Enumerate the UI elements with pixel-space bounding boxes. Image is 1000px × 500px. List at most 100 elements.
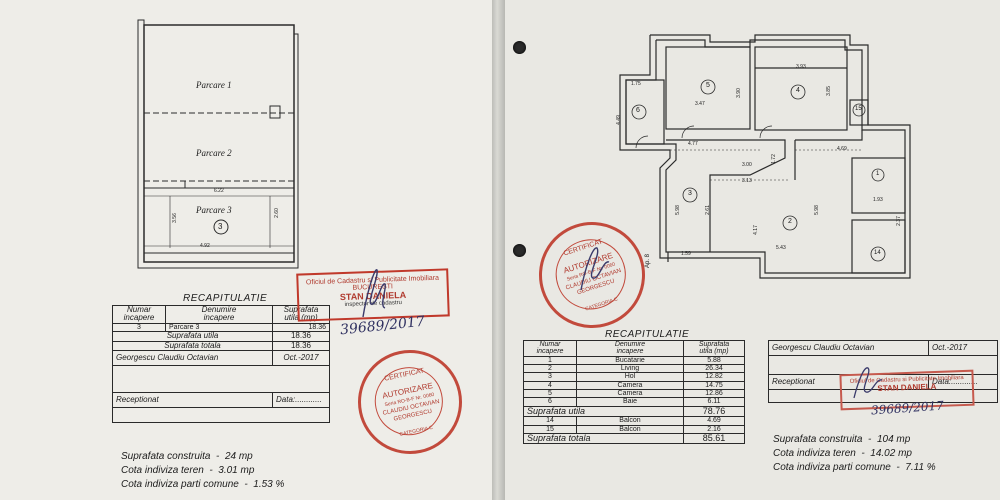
info-box: Georgescu Claudiu Octavian Oct.-2017 Rec… — [768, 340, 998, 403]
table-header-row: Numar incapere Denumire incapere Suprafa… — [523, 340, 745, 357]
total-totala-row: Suprafata totala 85.61 — [523, 432, 745, 445]
header-denumire: Denumire incapere — [165, 305, 273, 324]
dim-4-77: 4.77 — [688, 141, 698, 147]
cell-name: Camera — [576, 380, 684, 391]
punch-hole-top — [513, 41, 526, 54]
dimension-depth-left: 3.56 — [171, 213, 178, 223]
summary-line-teren: Cota indiviza teren - 3.01 mp — [121, 465, 255, 476]
cell-area: 12.86 — [683, 389, 745, 399]
dim-1-93: 1.93 — [873, 197, 883, 203]
dim-1-72: 1.72 — [770, 154, 777, 164]
dim-1-75: 1.75 — [631, 81, 641, 87]
author-row: Georgescu Claudiu Octavian Oct.-2017 — [768, 340, 998, 356]
dim-1-59: 1.59 — [681, 251, 691, 257]
total-utila-value: 78.76 — [683, 405, 745, 418]
dim-5-98-right: 5.98 — [813, 205, 820, 215]
signature — [580, 247, 610, 291]
table-row: 1 Bucatarie 5.88 — [523, 355, 745, 366]
table-row: 5 Camera 12.86 — [523, 389, 745, 399]
header-numar: Numar incapere — [523, 340, 577, 357]
table-row: 14 Balcon 4.69 — [523, 416, 745, 426]
empty-row — [768, 389, 998, 403]
summary-line-parti-comune: Cota indiviza parti comune - 1.53 % — [121, 479, 285, 490]
header-denumire: Denumire incapere — [576, 340, 684, 357]
cell-number: 6 — [523, 397, 577, 407]
plan-room-number-14: 14 — [874, 250, 881, 256]
dim-3-93: 3.93 — [796, 64, 806, 70]
plan-room-number-3: 3 — [688, 190, 692, 197]
header-suprafata: Suprafata utila (mp) — [683, 340, 745, 357]
binder-gutter — [492, 0, 505, 500]
cell-number: 1 — [523, 355, 577, 366]
dim-3-13: 3.13 — [742, 178, 752, 184]
cell-name: Camera — [576, 389, 684, 399]
summary-line-parti-comune: Cota indiviza parti comune - 7.11 % — [773, 462, 936, 473]
author-date: Oct.-2017 — [928, 340, 998, 356]
total-totala-value: 85.61 — [683, 432, 745, 445]
cell-number: 14 — [523, 416, 577, 426]
cell-number: 5 — [523, 389, 577, 399]
dim-2-37: 2.37 — [895, 216, 902, 226]
table-row: 2 Living 26.34 — [523, 364, 745, 374]
cell-area: 14.75 — [683, 380, 745, 391]
plan-room-number-2: 2 — [788, 218, 792, 225]
data-field: Data:............ — [272, 391, 330, 408]
cell-number: 2 — [523, 364, 577, 374]
summary-line-construita: Suprafata construita - 104 mp — [773, 434, 911, 445]
cell-name: Balcon — [576, 416, 684, 426]
header-numar: Numar incapere — [112, 305, 166, 324]
dim-3-90: 3.90 — [735, 88, 742, 98]
dim-4-17: 4.17 — [752, 225, 759, 235]
total-totala-label: Suprafata totala — [112, 340, 273, 351]
receptionat-row: Receptionat Data:............ — [768, 374, 998, 390]
cell-area: 5.88 — [683, 355, 745, 366]
total-utila-label: Suprafata utila — [523, 405, 684, 418]
cell-area: 6.11 — [683, 397, 745, 407]
plan-room-number-4: 4 — [796, 87, 800, 94]
signature — [853, 367, 883, 399]
dimension-width-bottom: 4.92 — [200, 243, 210, 249]
table-row: 4 Camera 14.75 — [523, 380, 745, 391]
cell-name: Balcon — [576, 424, 684, 434]
plan-room-number-6: 6 — [636, 107, 640, 114]
table-row: 3 Hol 12.82 — [523, 372, 745, 382]
recap-table: Numar incapere Denumire incapere Suprafa… — [112, 305, 330, 423]
table-row: 6 Baie 6.11 — [523, 397, 745, 407]
left-sheet: Parcare 1 Parcare 2 Parcare 3 3 6.22 4.9… — [0, 0, 492, 500]
empty-row — [112, 406, 330, 423]
total-utila-label: Suprafata utila — [112, 331, 273, 342]
total-utila-value: 18.36 — [272, 331, 330, 342]
cell-number: 4 — [523, 380, 577, 391]
access-label: Ap. 8 — [645, 253, 652, 269]
receptionat-row: Receptionat Data:............ — [112, 391, 330, 408]
dim-3-85: 3.85 — [825, 86, 832, 96]
cell-area: 4.69 — [683, 416, 745, 426]
author-date: Oct.-2017 — [272, 349, 330, 366]
cell-area: 12.82 — [683, 372, 745, 382]
receptionat-label: Receptionat — [112, 391, 273, 408]
dim-4-49: 4.49 — [615, 115, 622, 125]
right-sheet: 6 5 4 15 3 2 1 14 3.47 3.90 3.93 3.85 1.… — [505, 0, 1000, 500]
cell-name: Hol — [576, 372, 684, 382]
room-number-3: 3 — [218, 222, 223, 231]
cell-name: Bucatarie — [576, 355, 684, 366]
certificate-stamp: CERTIFICAT AUTORIZARE Seria RO-B-F Nr. 0… — [348, 340, 472, 464]
dim-3-00: 3.00 — [742, 162, 752, 168]
dim-3-47: 3.47 — [695, 101, 705, 107]
table-header-row: Numar incapere Denumire incapere Suprafa… — [112, 305, 330, 324]
cell-name: Baie — [576, 397, 684, 407]
total-totala-row: Suprafata totala 18.36 — [112, 340, 330, 351]
author-name: Georgescu Claudiu Octavian — [768, 340, 929, 356]
room-label-parcare-2: Parcare 2 — [196, 148, 232, 158]
signature — [362, 269, 387, 318]
dimension-depth-right: 2.60 — [273, 208, 280, 218]
punch-hole-bottom — [513, 244, 526, 257]
cell-number: 3 — [112, 322, 166, 333]
author-name: Georgescu Claudiu Octavian — [112, 349, 273, 366]
cell-number: 3 — [523, 372, 577, 382]
cell-name: Living — [576, 364, 684, 374]
summary-line-teren: Cota indiviza teren - 14.02 mp — [773, 448, 912, 459]
total-utila-row: Suprafata utila 78.76 — [523, 405, 745, 418]
room-label-parcare-1: Parcare 1 — [196, 80, 232, 90]
apartment-plan — [619, 34, 911, 279]
